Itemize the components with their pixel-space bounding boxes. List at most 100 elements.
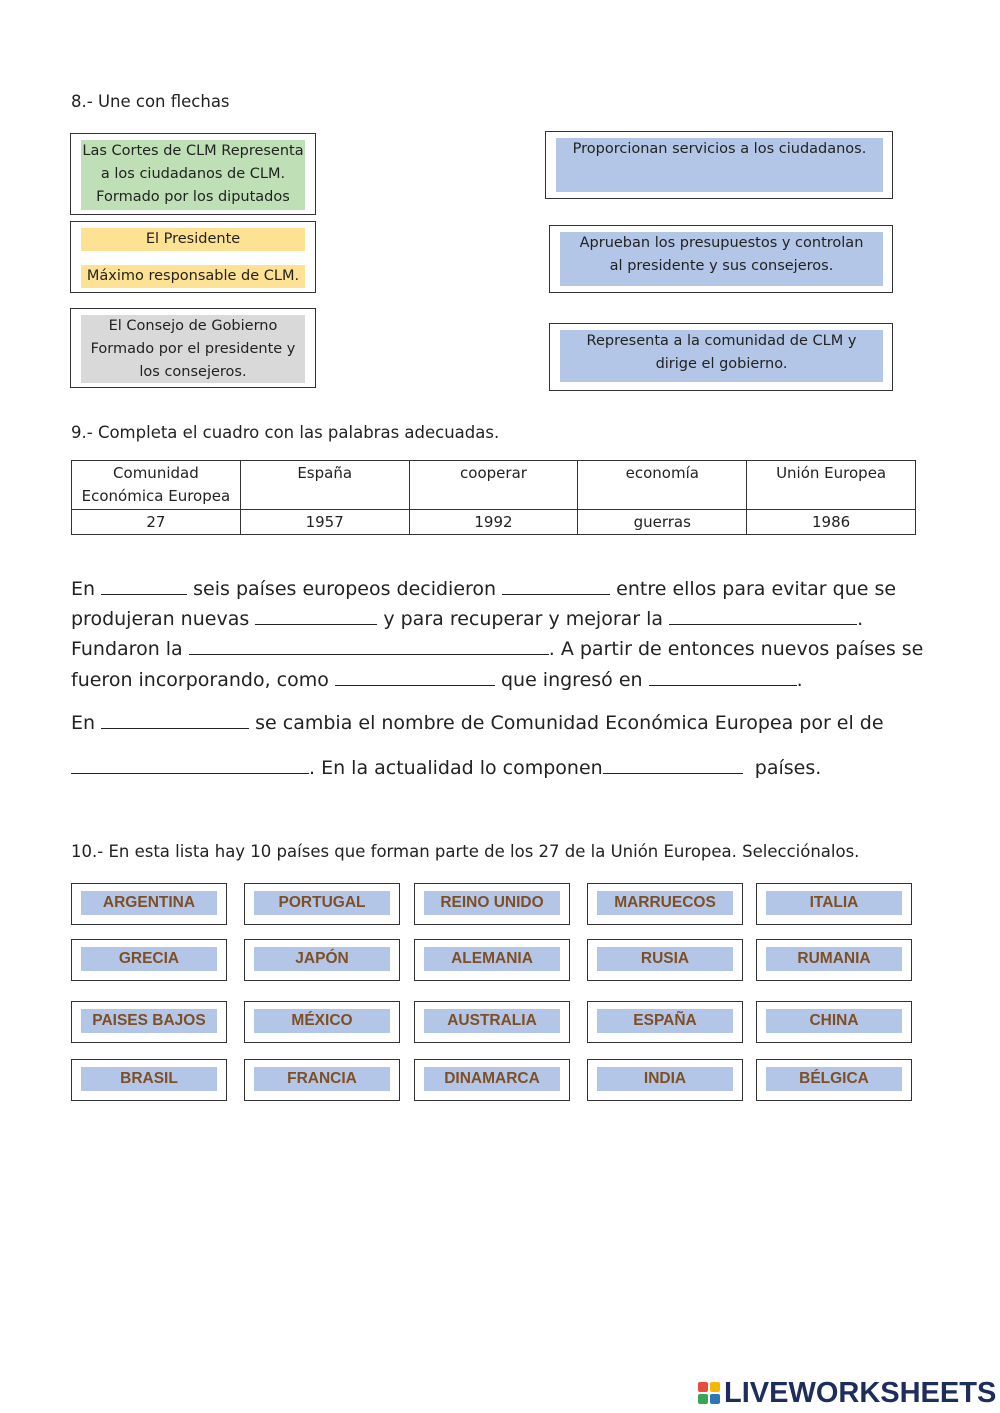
blank-year-rename[interactable]: [101, 710, 250, 729]
match-left-cortes-line3: Formado por los diputados: [96, 189, 290, 205]
country-option[interactable]: CHINA: [756, 1001, 912, 1043]
country-option[interactable]: ITALIA: [756, 883, 912, 925]
country-option[interactable]: BRASIL: [71, 1059, 227, 1101]
blank-new-name[interactable]: [71, 755, 309, 774]
country-option[interactable]: RUSIA: [587, 939, 743, 981]
country-label: GRECIA: [81, 947, 217, 971]
country-option[interactable]: ESPAÑA: [587, 1001, 743, 1043]
country-option[interactable]: MARRUECOS: [587, 883, 743, 925]
match-left-consejo-line1: El Consejo de Gobierno: [108, 318, 278, 334]
country-label: JAPÓN: [254, 947, 390, 971]
logo-square-icon: [710, 1394, 720, 1404]
match-right-representa-line1: Representa a la comunidad de CLM y: [586, 333, 857, 349]
blank-year-joined[interactable]: [648, 667, 797, 686]
country-label: BÉLGICA: [766, 1067, 902, 1091]
word-bank-cell: 1957: [239, 509, 410, 535]
country-option[interactable]: AUSTRALIA: [414, 1001, 570, 1043]
section10-title: 10.- En esta lista hay 10 países que for…: [71, 842, 860, 861]
country-label: BRASIL: [81, 1067, 217, 1091]
word-bank-cell: Unión Europea: [746, 460, 916, 510]
country-label: ITALIA: [766, 891, 902, 915]
word-bank-row-1: Comunidad Económica Europea España coope…: [71, 460, 916, 510]
paragraph-text: se cambia el nombre de Comunidad Económi…: [249, 712, 884, 734]
paragraph-line-2: produjeran nuevas y para recuperar y mej…: [71, 606, 863, 630]
paragraph-text: que ingresó en: [494, 669, 649, 691]
country-option[interactable]: GRECIA: [71, 939, 227, 981]
country-option[interactable]: ALEMANIA: [414, 939, 570, 981]
paragraph-text: .: [857, 608, 864, 630]
country-option[interactable]: FRANCIA: [244, 1059, 400, 1101]
paragraph-text: Fundaron la: [71, 638, 189, 660]
match-right-servicios[interactable]: Proporcionan servicios a los ciudadanos.: [545, 131, 893, 199]
blank-economy[interactable]: [669, 606, 858, 625]
country-label: ARGENTINA: [81, 891, 217, 915]
word-bank-cell: 27: [71, 509, 241, 535]
match-left-consejo[interactable]: El Consejo de Gobierno Formado por el pr…: [70, 308, 316, 388]
blank-verb[interactable]: [502, 576, 611, 595]
match-left-cortes-line2: a los ciudadanos de CLM.: [100, 166, 286, 182]
country-label: ESPAÑA: [597, 1009, 733, 1033]
match-left-presidente-line2: Máximo responsable de CLM.: [81, 265, 305, 288]
country-label: ALEMANIA: [424, 947, 560, 971]
country-label: PAISES BAJOS: [81, 1009, 217, 1033]
match-left-consejo-label: El Consejo de Gobierno Formado por el pr…: [81, 315, 305, 383]
country-label: MÉXICO: [254, 1009, 390, 1033]
country-option[interactable]: BÉLGICA: [756, 1059, 912, 1101]
country-option[interactable]: DINAMARCA: [414, 1059, 570, 1101]
match-right-representa-line2: dirige el gobierno.: [655, 356, 788, 372]
match-left-cortes-line1: Las Cortes de CLM Representa: [82, 143, 304, 159]
paragraph-text: En: [71, 578, 96, 600]
match-right-servicios-label: Proporcionan servicios a los ciudadanos.: [556, 138, 883, 192]
word-bank-cell: 1986: [746, 509, 916, 535]
country-label: AUSTRALIA: [424, 1009, 560, 1033]
word-bank-cell: Comunidad Económica Europea: [71, 460, 241, 510]
logo-square-icon: [710, 1382, 720, 1392]
country-option[interactable]: RUMANIA: [756, 939, 912, 981]
match-right-presupuestos-line1: Aprueban los presupuestos y controlan: [579, 235, 864, 251]
paragraph-line-6: . En la actualidad lo componen países.: [71, 755, 821, 779]
country-option[interactable]: INDIA: [587, 1059, 743, 1101]
blank-organization[interactable]: [188, 636, 549, 655]
paragraph-text: fueron incorporando, como: [71, 669, 335, 691]
paragraph-text: entre ellos para evitar que se: [610, 578, 897, 600]
blank-wars[interactable]: [255, 606, 378, 625]
match-right-representa-label: Representa a la comunidad de CLM y dirig…: [560, 330, 883, 382]
country-option[interactable]: JAPÓN: [244, 939, 400, 981]
blank-year-founding[interactable]: [101, 576, 188, 595]
blank-country[interactable]: [334, 667, 495, 686]
match-left-cortes-label: Las Cortes de CLM Representa a los ciuda…: [81, 140, 305, 210]
country-option[interactable]: REINO UNIDO: [414, 883, 570, 925]
paragraph-line-4: fueron incorporando, como que ingresó en…: [71, 667, 803, 691]
country-option[interactable]: ARGENTINA: [71, 883, 227, 925]
country-label: RUMANIA: [766, 947, 902, 971]
word-bank-cell: cooperar: [408, 460, 579, 510]
match-left-presidente[interactable]: El Presidente Máximo responsable de CLM.: [70, 221, 316, 293]
word-bank-table: Comunidad Económica Europea España coope…: [71, 460, 916, 535]
paragraph-line-5: En se cambia el nombre de Comunidad Econ…: [71, 710, 884, 734]
match-left-cortes[interactable]: Las Cortes de CLM Representa a los ciuda…: [70, 133, 316, 215]
match-left-presidente-line1: El Presidente: [81, 228, 305, 251]
word-bank-row-2: 27 1957 1992 guerras 1986: [71, 509, 916, 535]
word-bank-cell: 1992: [408, 509, 579, 535]
paragraph-text: seis países europeos decidieron: [187, 578, 503, 600]
match-right-representa[interactable]: Representa a la comunidad de CLM y dirig…: [549, 323, 893, 391]
match-right-presupuestos-label: Aprueban los presupuestos y controlan al…: [560, 232, 883, 286]
blank-member-count[interactable]: [602, 755, 743, 774]
match-right-servicios-line1: Proporcionan servicios a los ciudadanos.: [572, 141, 867, 157]
match-right-presupuestos-line2: al presidente y sus consejeros.: [609, 258, 834, 274]
word-bank-cell: economía: [577, 460, 748, 510]
paragraph-text: países.: [742, 757, 822, 779]
country-option[interactable]: PAISES BAJOS: [71, 1001, 227, 1043]
logo-square-icon: [698, 1394, 708, 1404]
country-label: INDIA: [597, 1067, 733, 1091]
country-label: DINAMARCA: [424, 1067, 560, 1091]
match-right-presupuestos[interactable]: Aprueban los presupuestos y controlan al…: [549, 225, 893, 293]
paragraph-text: .: [796, 669, 803, 691]
country-option[interactable]: MÉXICO: [244, 1001, 400, 1043]
country-option[interactable]: PORTUGAL: [244, 883, 400, 925]
logo-square-icon: [698, 1382, 708, 1392]
section9-title: 9.- Completa el cuadro con las palabras …: [71, 423, 500, 442]
country-label: CHINA: [766, 1009, 902, 1033]
country-label: RUSIA: [597, 947, 733, 971]
paragraph-text: En: [71, 712, 102, 734]
